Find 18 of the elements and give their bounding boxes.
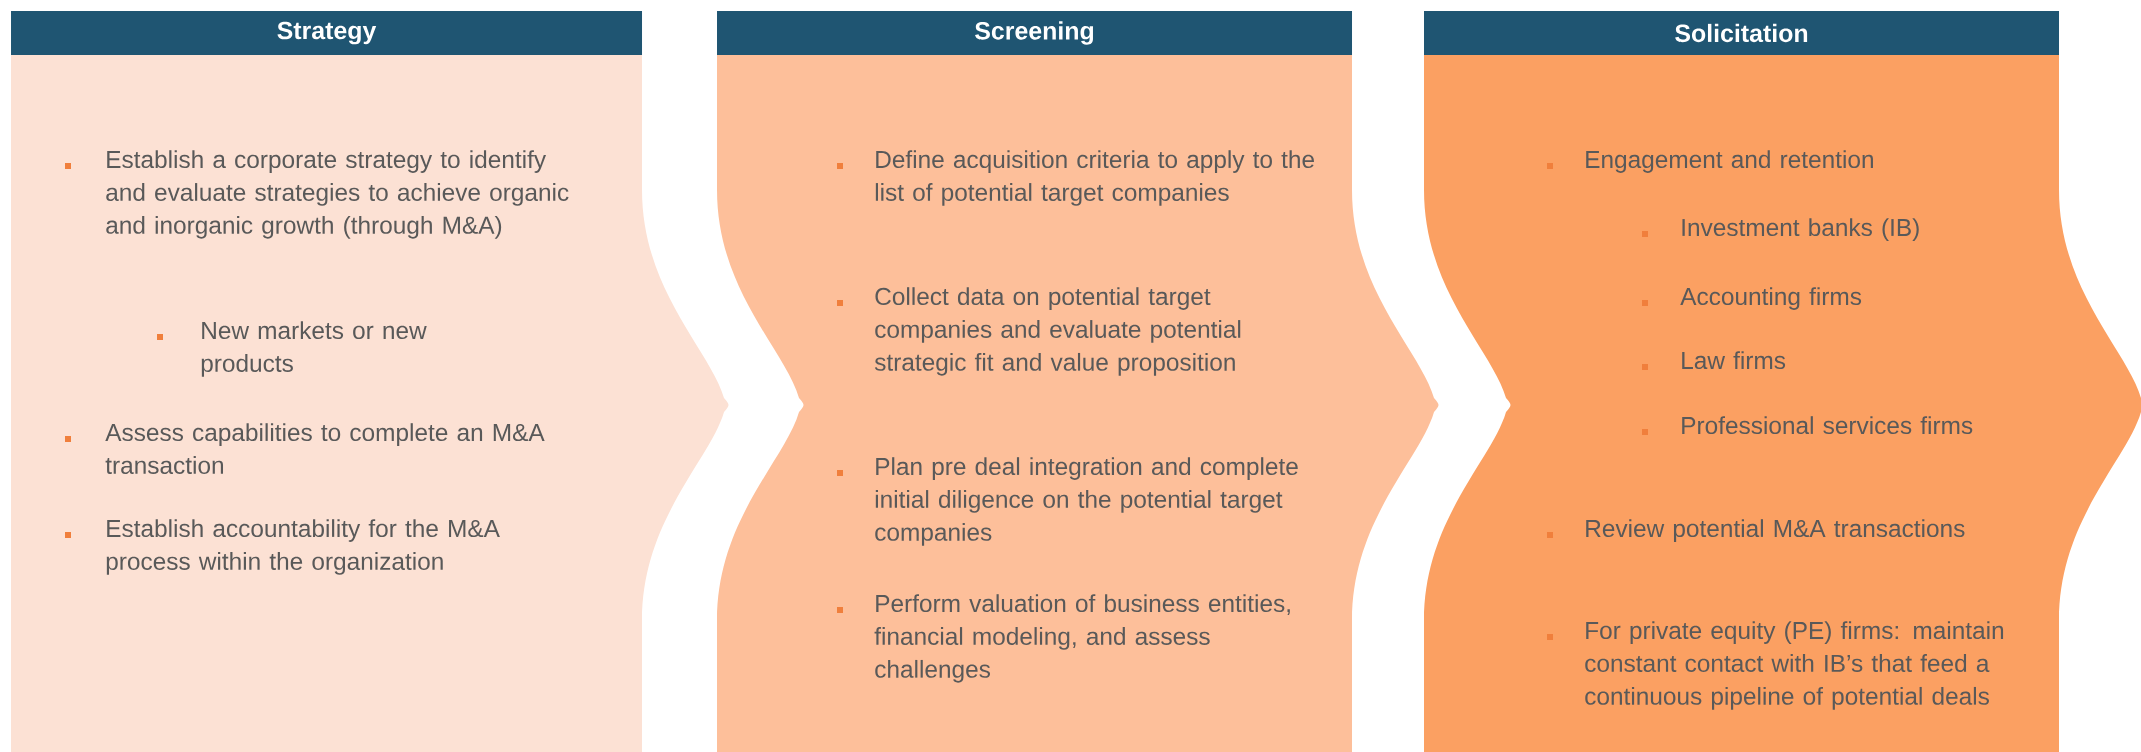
bullet-text: New markets or new products (201, 321, 427, 377)
bullet-text: Assess capabilities to complete an M&A transaction (105, 423, 545, 474)
header-bar: Screening (717, 11, 1352, 55)
bullet-text: For private equity (PE) firms: maintain constant contact with IB’s that feed a continuous pipeline of potential deals (1585, 621, 2004, 710)
bullet-text: Perform valuation of business entities, financial modeling, and assess challenges (874, 594, 1290, 683)
bullet-text: Plan pre deal integration and complete initial diligence on the potential target companies (875, 457, 1298, 546)
bullet-text: Define acquisition criteria to apply to the list of potential target companies (875, 150, 1314, 206)
bullet-text: Review potential M&A transactions (1586, 519, 1965, 542)
bullet-text: Establish a corporate strategy to identify and evaluate strategies to achieve organic and inorganic growth (through M&A) (106, 150, 569, 239)
bullet-text: Accounting firms (1680, 287, 1862, 310)
bullet-text: Collect data on potential target companies and evaluate potential strategic fit and value proposition (874, 287, 1241, 376)
bullet-text: Engagement and retention (1586, 150, 1873, 173)
header-bar: Strategy (11, 11, 642, 55)
bullet-text: Law firms (1682, 351, 1786, 370)
bullet-text: Investment banks (IB) (1682, 218, 1919, 241)
bullet-text: Establish accountability for the M&A process within the organization (106, 519, 500, 575)
bullet-text: Professional services firms (1682, 416, 1973, 435)
header-bar: Solicitation (1424, 11, 2059, 55)
